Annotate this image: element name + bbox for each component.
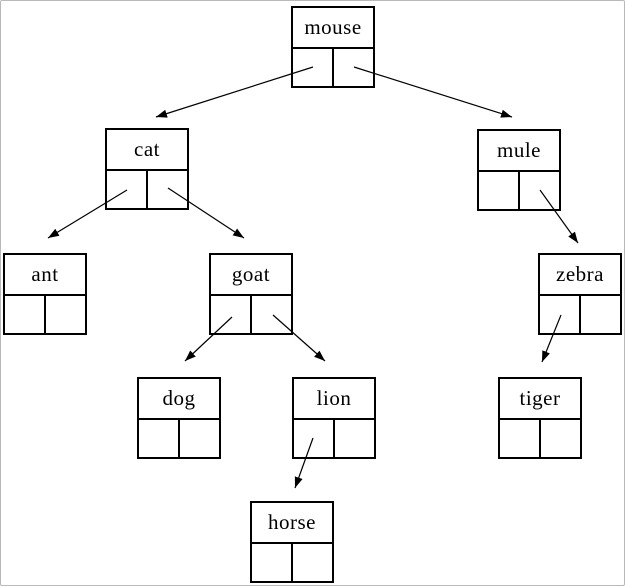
- tree-node-ant: ant: [3, 253, 87, 335]
- left-pointer-cell: [252, 544, 293, 581]
- pointer-cells: [252, 544, 332, 581]
- left-pointer-cell: [211, 296, 252, 333]
- node-label: tiger: [500, 379, 580, 420]
- node-label: mouse: [293, 8, 373, 49]
- edge-mouse-right-to-mule: [353, 66, 513, 118]
- right-pointer-cell: [46, 296, 85, 333]
- right-pointer-cell: [334, 49, 373, 86]
- tree-node-lion: lion: [292, 377, 376, 459]
- node-label: mule: [479, 131, 559, 172]
- tree-node-zebra: zebra: [538, 253, 622, 335]
- node-label: ant: [5, 255, 85, 296]
- right-pointer-cell: [293, 544, 332, 581]
- right-pointer-cell: [148, 171, 187, 208]
- pointer-cells: [540, 296, 620, 333]
- right-pointer-cell: [335, 420, 374, 457]
- left-pointer-cell: [540, 296, 581, 333]
- right-pointer-cell: [541, 420, 580, 457]
- pointer-cells: [500, 420, 580, 457]
- pointer-cells: [294, 420, 374, 457]
- pointer-cells: [107, 171, 187, 208]
- tree-node-goat: goat: [209, 253, 293, 335]
- edge-mouse-left-to-cat: [155, 66, 314, 118]
- left-pointer-cell: [107, 171, 148, 208]
- pointer-cells: [139, 420, 219, 457]
- tree-node-dog: dog: [137, 377, 221, 459]
- node-label: goat: [211, 255, 291, 296]
- node-label: zebra: [540, 255, 620, 296]
- tree-node-mouse: mouse: [291, 6, 375, 88]
- left-pointer-cell: [293, 49, 334, 86]
- left-pointer-cell: [479, 172, 520, 209]
- right-pointer-cell: [581, 296, 620, 333]
- pointer-cells: [293, 49, 373, 86]
- right-pointer-cell: [520, 172, 559, 209]
- tree-node-cat: cat: [105, 128, 189, 210]
- left-pointer-cell: [139, 420, 180, 457]
- node-label: cat: [107, 130, 187, 171]
- node-label: dog: [139, 379, 219, 420]
- left-pointer-cell: [500, 420, 541, 457]
- node-label: horse: [252, 503, 332, 544]
- left-pointer-cell: [294, 420, 335, 457]
- pointer-cells: [211, 296, 291, 333]
- tree-node-mule: mule: [477, 129, 561, 211]
- pointer-cells: [5, 296, 85, 333]
- tree-node-tiger: tiger: [498, 377, 582, 459]
- pointer-cells: [479, 172, 559, 209]
- tree-node-horse: horse: [250, 501, 334, 583]
- node-label: lion: [294, 379, 374, 420]
- right-pointer-cell: [180, 420, 219, 457]
- right-pointer-cell: [252, 296, 291, 333]
- left-pointer-cell: [5, 296, 46, 333]
